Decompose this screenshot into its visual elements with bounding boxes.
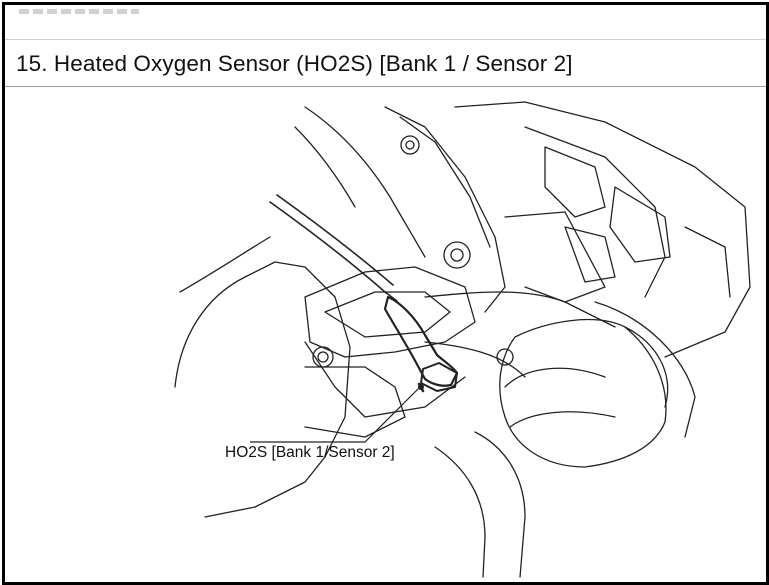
- callout-leader-dot: [418, 384, 424, 390]
- page-title: 15. Heated Oxygen Sensor (HO2S) [Bank 1 …: [16, 51, 573, 76]
- exhaust-pipe-top: [424, 291, 616, 328]
- bolt-left: [312, 346, 334, 368]
- housing-outline: [454, 101, 751, 358]
- header-strip: [5, 5, 766, 40]
- converter-band-2: [509, 411, 616, 428]
- converter-end: [624, 326, 669, 408]
- housing-rib-1: [524, 126, 666, 298]
- sensor-illustration: HO2S [Bank 1/Sensor 2]: [5, 87, 766, 582]
- bolt-upper-inner: [405, 140, 415, 150]
- ho2s-sensor-body: [383, 295, 459, 387]
- housing-rib-2: [544, 146, 606, 218]
- pipe-lower-2: [434, 446, 486, 578]
- mount-bracket: [304, 266, 476, 358]
- crossmember-inner: [399, 116, 491, 248]
- panel-edge-upper-2: [294, 126, 356, 208]
- title-bar: 15. Heated Oxygen Sensor (HO2S) [Bank 1 …: [5, 40, 766, 87]
- housing-rib-4: [564, 226, 616, 283]
- pipe-lower: [474, 431, 526, 578]
- callout-label: HO2S [Bank 1/Sensor 2]: [225, 444, 395, 461]
- housing-rib-5: [684, 226, 731, 298]
- bolt-right: [496, 348, 514, 366]
- mount-bracket-inner: [324, 291, 451, 338]
- housing-rib-3: [609, 186, 671, 263]
- bolt-middle: [443, 241, 471, 269]
- converter-band-1: [504, 367, 606, 388]
- heat-shield: [594, 301, 696, 438]
- shield-plate: [304, 366, 406, 438]
- callout-leader-line: [250, 386, 421, 443]
- lower-body-panel: [174, 261, 351, 518]
- ho2s-sensor-hex: [420, 362, 458, 392]
- panel-edge-left: [179, 236, 271, 293]
- bolt-middle-inner: [450, 248, 464, 262]
- sensor-wire-upper: [269, 201, 386, 293]
- converter-shell: [499, 318, 667, 468]
- exhaust-pipe-bottom: [424, 341, 526, 378]
- bolt-left-inner: [317, 351, 329, 363]
- bolt-upper: [400, 135, 420, 155]
- housing-rib-6: [504, 211, 606, 303]
- crossmember: [384, 106, 506, 313]
- faded-header-text: [19, 9, 139, 14]
- sensor-wire-lower: [276, 194, 394, 286]
- mount-lower-plate: [304, 341, 466, 418]
- panel-edge-upper: [304, 106, 426, 258]
- illustration-svg: HO2S [Bank 1/Sensor 2]: [174, 101, 751, 578]
